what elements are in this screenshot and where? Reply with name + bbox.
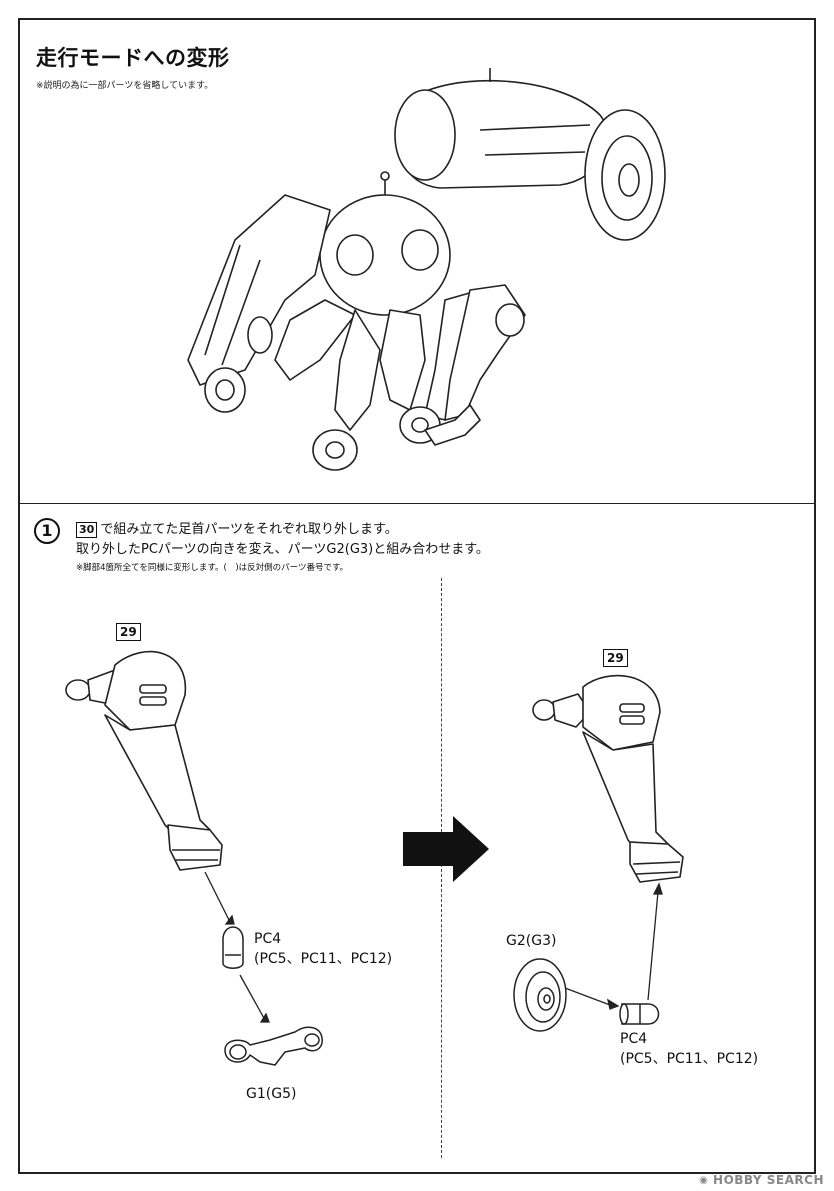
header-note: ※説明の為に一部パーツを省略しています。	[36, 81, 214, 91]
right-pc-part-icon	[619, 1003, 660, 1025]
watermark-logo-icon: ◉	[699, 1175, 709, 1186]
step-number: 1	[34, 518, 60, 544]
right-pc-label: PC4	[620, 1031, 648, 1047]
left-pc-part-icon	[222, 926, 244, 969]
watermark-text: HOBBY SEARCH	[713, 1173, 824, 1187]
step-note: ※脚部4箇所全てを同様に変形します。( )は反対側のパーツ番号です。	[76, 563, 349, 573]
section-divider	[18, 503, 816, 504]
left-pc-label: PC4	[254, 931, 282, 947]
robot-illustration	[187, 68, 666, 471]
left-part-ref: 29	[116, 623, 141, 641]
left-g-label: G1(G5)	[246, 1086, 297, 1102]
wheel-part-illustration	[513, 958, 567, 1032]
right-arrow-icon	[403, 816, 489, 882]
left-g-part-icon	[224, 1026, 323, 1066]
watermark: ◉ HOBBY SEARCH	[699, 1173, 824, 1187]
page-title: 走行モードへの変形	[36, 46, 230, 70]
left-leg-part-illustration	[65, 650, 223, 871]
step-instruction-line2: 取り外したPCパーツの向きを変え、パーツG2(G3)と組み合わせます。	[76, 542, 489, 557]
right-part-ref: 29	[603, 649, 628, 667]
left-pc-alt-label: (PC5、PC11、PC12)	[254, 951, 393, 967]
right-pc-alt-label: (PC5、PC11、PC12)	[620, 1051, 759, 1067]
page-frame	[18, 18, 816, 1174]
step-instruction-text: で組み立てた足首パーツをそれぞれ取り外します。	[100, 522, 398, 537]
step-ref-box: 30	[76, 522, 98, 538]
panel-divider	[441, 578, 442, 1158]
right-leg-part-illustration	[532, 674, 684, 883]
right-assembly-arrows	[564, 882, 663, 1010]
left-assembly-arrows	[204, 871, 270, 1023]
right-g-label: G2(G3)	[506, 933, 557, 949]
